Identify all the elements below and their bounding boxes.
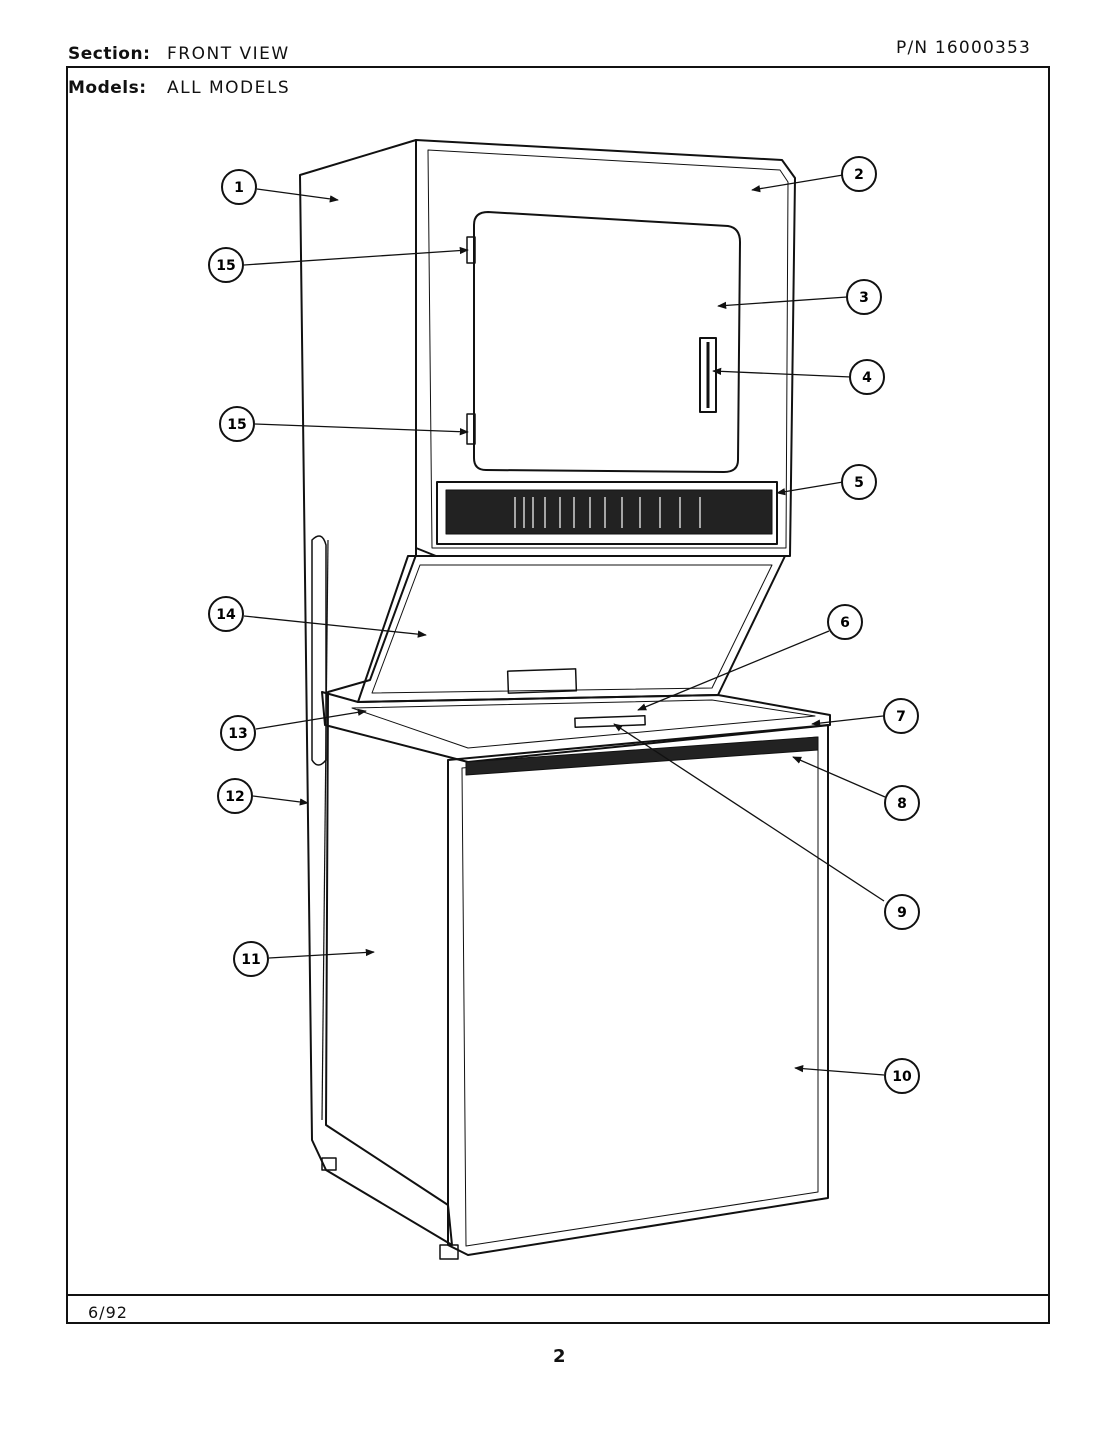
callout-7: 7	[883, 698, 919, 734]
section-value: FRONT VIEW	[167, 44, 290, 64]
dryer-front-inner	[427, 149, 789, 549]
callout-3-label: 3	[859, 290, 869, 306]
dryer-front-panel	[415, 139, 796, 557]
side-vent-slot	[311, 535, 327, 766]
leader-15a	[243, 246, 469, 266]
callout-10-label: 10	[892, 1069, 912, 1085]
washer-front-panel	[447, 724, 829, 1256]
washer-upper-panel	[357, 555, 786, 703]
callout-10: 10	[884, 1058, 920, 1094]
callout-15b: 15	[219, 406, 255, 442]
callout-2-label: 2	[854, 167, 864, 183]
washer-lid-label	[506, 668, 578, 694]
callout-9-label: 9	[897, 905, 907, 921]
part-number: P/N 16000353	[896, 38, 1032, 58]
washer-front-inner	[461, 736, 819, 1247]
leader-5	[776, 481, 844, 496]
drawing-frame	[66, 66, 1050, 1324]
right-foot	[439, 1244, 459, 1260]
control-panel	[436, 481, 778, 545]
door-handle	[699, 337, 717, 413]
revision-date: 6/92	[88, 1303, 128, 1322]
callout-11-label: 11	[241, 952, 260, 968]
leader-2	[751, 174, 844, 193]
dryer-door	[473, 211, 741, 473]
leader-10	[794, 1065, 885, 1076]
callout-15a: 15	[208, 247, 244, 283]
callout-1: 1	[221, 169, 257, 205]
callout-14-label: 14	[216, 607, 236, 623]
callout-7-label: 7	[896, 709, 906, 725]
washer-top-rail	[465, 736, 819, 776]
models-label: Models:	[68, 78, 147, 98]
leader-12	[252, 795, 309, 806]
callout-9: 9	[884, 894, 920, 930]
callout-3: 3	[846, 279, 882, 315]
callout-6: 6	[827, 604, 863, 640]
callout-12: 12	[217, 778, 253, 814]
control-panel-face	[445, 489, 773, 535]
callout-8: 8	[884, 785, 920, 821]
callout-14: 14	[208, 596, 244, 632]
callout-leaders	[243, 174, 886, 1076]
callout-13-label: 13	[228, 726, 247, 742]
callout-5: 5	[841, 464, 877, 500]
leader-13	[255, 708, 367, 730]
washer-top	[321, 691, 831, 763]
callout-2: 2	[841, 156, 877, 192]
callout-6-label: 6	[840, 615, 850, 631]
appliance-drawing	[299, 139, 831, 1260]
callout-4-label: 4	[862, 370, 872, 386]
callout-15a-label: 15	[216, 258, 235, 274]
callout-12-label: 12	[225, 789, 244, 805]
section-label: Section:	[68, 44, 151, 64]
leader-6	[637, 630, 830, 711]
leader-4	[712, 367, 852, 378]
leader-15b	[254, 423, 469, 436]
leader-9	[613, 723, 885, 902]
leader-14	[243, 615, 427, 638]
page-number: 2	[553, 1346, 566, 1367]
control-panel-display	[514, 497, 701, 528]
leader-8	[792, 756, 886, 798]
washer-upper-panel-inner	[371, 564, 773, 694]
callout-4: 4	[849, 359, 885, 395]
side-panel-inner-edge	[321, 539, 329, 1121]
callout-13: 13	[220, 715, 256, 751]
leader-3	[717, 296, 848, 310]
washer-top-inner	[351, 699, 816, 749]
leader-1	[256, 188, 339, 203]
callout-11: 11	[233, 941, 269, 977]
leader-11	[268, 948, 375, 959]
callout-1-label: 1	[234, 180, 244, 196]
models-value: ALL MODELS	[167, 78, 291, 98]
left-foot	[321, 1157, 337, 1171]
washer-lid-latch	[574, 715, 646, 728]
callout-5-label: 5	[854, 475, 864, 491]
callout-8-label: 8	[897, 796, 907, 812]
leader-7	[811, 715, 884, 727]
callout-15b-label: 15	[227, 417, 246, 433]
footer-rule	[66, 1294, 1050, 1296]
